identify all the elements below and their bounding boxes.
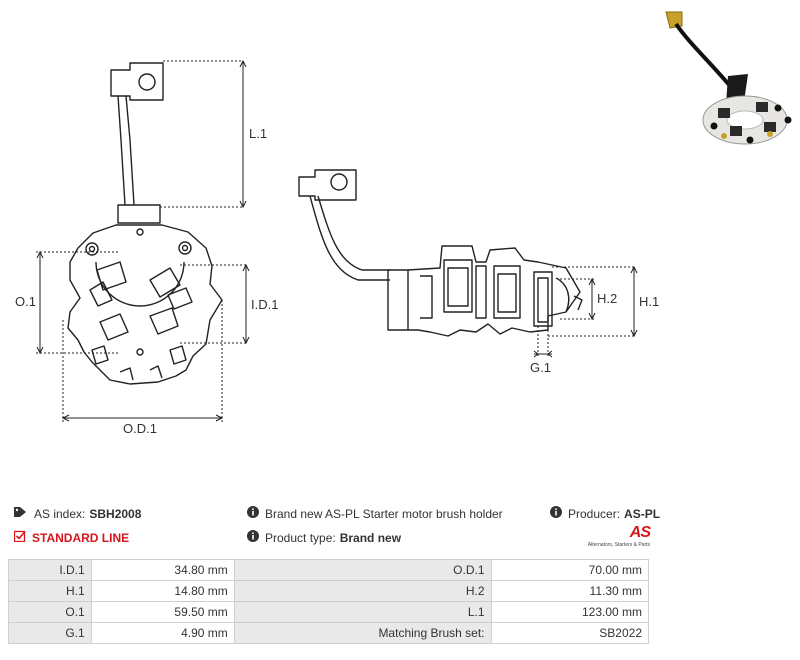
product-type-row: Product type: Brand new xyxy=(247,530,401,545)
label-od1: O.D.1 xyxy=(123,421,157,436)
spec-value: 59.50 mm xyxy=(90,601,235,623)
label-id1: I.D.1 xyxy=(251,297,278,312)
spec-value: 14.80 mm xyxy=(90,580,235,602)
front-view-terminal xyxy=(110,62,164,224)
spec-key: O.1 xyxy=(8,601,92,623)
info-icon xyxy=(550,506,562,521)
brand-logo: AS Alternators, Starters & Parts xyxy=(584,524,651,554)
as-index-label: AS index: xyxy=(34,506,86,521)
as-index-value: SBH2008 xyxy=(89,506,142,521)
label-h1: H.1 xyxy=(639,294,659,309)
spec-table: I.D.1 34.80 mm O.D.1 70.00 mm H.1 14.80 … xyxy=(8,559,649,644)
producer-label: Producer: xyxy=(568,506,621,521)
table-row: H.1 14.80 mm H.2 11.30 mm xyxy=(8,580,649,602)
product-type-label: Product type: xyxy=(265,530,336,545)
spec-value: 70.00 mm xyxy=(490,559,649,581)
spec-key: H.1 xyxy=(8,580,92,602)
product-type-value: Brand new xyxy=(339,530,402,545)
standard-line-label: STANDARD LINE xyxy=(32,530,130,545)
front-view-plate xyxy=(67,224,223,385)
label-h2: H.2 xyxy=(597,291,617,306)
spec-value: 11.30 mm xyxy=(490,580,649,602)
side-view-terminal xyxy=(298,169,390,281)
table-row: I.D.1 34.80 mm O.D.1 70.00 mm xyxy=(8,559,649,581)
info-icon xyxy=(247,530,259,545)
side-view-body xyxy=(387,245,583,337)
label-o1: O.1 xyxy=(15,294,36,309)
product-photo xyxy=(665,11,792,145)
label-l1: L.1 xyxy=(249,126,267,141)
dimension-labels: L.1 O.1 I.D.1 O.D.1 H.1 H.2 G.1 xyxy=(15,126,659,436)
producer-value: AS-PL xyxy=(624,506,661,521)
producer-row: Producer: AS-PL xyxy=(550,506,660,521)
spec-key: G.1 xyxy=(8,622,92,644)
description-row: Brand new AS-PL Starter motor brush hold… xyxy=(247,506,503,521)
check-square-icon xyxy=(13,530,26,545)
technical-drawing: L.1 O.1 I.D.1 O.D.1 H.1 H.2 G.1 xyxy=(15,11,792,436)
spec-key: I.D.1 xyxy=(8,559,92,581)
table-row: O.1 59.50 mm L.1 123.00 mm xyxy=(8,601,649,623)
table-row: G.1 4.90 mm Matching Brush set: SB2022 xyxy=(8,622,649,644)
spec-key: O.D.1 xyxy=(233,559,492,581)
spec-value: 123.00 mm xyxy=(490,601,649,623)
spec-value: 34.80 mm xyxy=(90,559,235,581)
spec-value: 4.90 mm xyxy=(90,622,235,644)
logo-brand: AS xyxy=(629,524,651,541)
dimension-lines xyxy=(36,59,638,424)
description-text: Brand new AS-PL Starter motor brush hold… xyxy=(265,506,503,521)
info-icon xyxy=(247,506,259,521)
spec-key: L.1 xyxy=(233,601,492,623)
as-index-row: AS index: SBH2008 xyxy=(14,506,141,521)
tags-icon xyxy=(14,506,28,521)
spec-value: SB2022 xyxy=(490,622,649,644)
spec-key: H.2 xyxy=(233,580,492,602)
label-g1: G.1 xyxy=(530,360,551,375)
spec-key: Matching Brush set: xyxy=(233,622,492,644)
standard-line-row: STANDARD LINE xyxy=(13,530,130,545)
logo-tagline: Alternators, Starters & Parts xyxy=(587,542,650,548)
